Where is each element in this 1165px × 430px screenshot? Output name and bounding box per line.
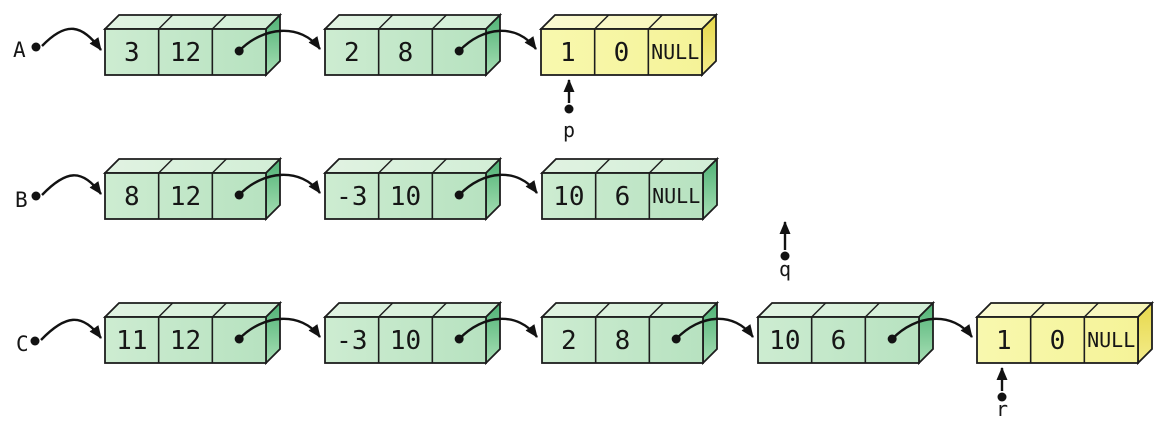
cell-value: 10 — [390, 326, 421, 356]
node-front-face — [757, 316, 920, 364]
list-node — [539, 156, 720, 222]
null-label: NULL — [652, 184, 700, 208]
list-head-dot — [30, 336, 40, 346]
pointer-label: p — [563, 118, 575, 142]
list-node — [974, 300, 1155, 366]
next-arrow — [458, 29, 537, 52]
cell-divider-top — [211, 158, 227, 174]
node-top-face — [102, 302, 283, 318]
cell-divider-top — [378, 14, 394, 30]
node-top-face — [322, 158, 503, 174]
next-arrow — [458, 317, 538, 340]
cell-divider-top — [1083, 302, 1099, 318]
cell-divider-top — [431, 302, 447, 318]
node-front-face — [976, 316, 1139, 364]
head-arrow — [41, 174, 102, 196]
list-head-dot — [31, 42, 41, 52]
cell-value: 12 — [170, 326, 201, 356]
cell-value: 1 — [560, 38, 576, 68]
cell-divider-top — [1030, 302, 1046, 318]
cell-divider-top — [211, 302, 227, 318]
node-top-face — [102, 158, 283, 174]
cell-value: 0 — [1050, 326, 1066, 356]
list-head-dot — [31, 191, 41, 201]
cell-divider-top — [648, 302, 664, 318]
next-arrow — [238, 173, 321, 196]
next-arrow — [675, 317, 754, 340]
cell-value: 8 — [124, 182, 140, 212]
cell-value: 0 — [614, 38, 630, 68]
cell-value: 12 — [170, 182, 201, 212]
list-label: B — [15, 188, 28, 212]
cell-value: 12 — [170, 38, 201, 68]
node-top-face — [538, 14, 719, 30]
cell-divider-top — [158, 302, 174, 318]
list-node — [538, 12, 719, 78]
list-node — [755, 300, 936, 366]
null-label: NULL — [1087, 328, 1135, 352]
cell-value: 6 — [615, 182, 631, 212]
cell-value: 2 — [344, 38, 360, 68]
next-arrow — [458, 173, 538, 196]
node-front-face — [540, 28, 703, 76]
node-top-face — [755, 302, 936, 318]
cell-divider-top — [431, 158, 447, 174]
pointer-label: r — [996, 397, 1008, 421]
cell-divider-top — [864, 302, 880, 318]
cell-divider-top — [811, 302, 827, 318]
cell-value: 10 — [769, 326, 800, 356]
cell-value: 11 — [116, 326, 147, 356]
cell-divider-top — [648, 158, 664, 174]
cell-divider-top — [211, 14, 227, 30]
cell-divider-top — [378, 302, 394, 318]
node-top-face — [539, 302, 720, 318]
cell-divider-top — [158, 14, 174, 30]
cell-value: 1 — [996, 326, 1012, 356]
cell-divider-top — [595, 302, 611, 318]
pointer-dot — [564, 104, 574, 114]
cell-value: 3 — [124, 38, 140, 68]
cell-value: -3 — [336, 326, 367, 356]
cell-value: 8 — [398, 38, 414, 68]
head-arrow — [41, 27, 102, 51]
cell-divider-top — [431, 14, 447, 30]
node-top-face — [322, 302, 503, 318]
cell-divider-top — [378, 158, 394, 174]
next-arrow — [238, 29, 321, 52]
null-label: NULL — [651, 40, 699, 64]
next-arrow — [238, 317, 321, 340]
pointer-dot — [997, 392, 1007, 402]
cell-value: 2 — [561, 326, 577, 356]
cell-value: 10 — [553, 182, 584, 212]
next-arrow — [891, 317, 973, 340]
cell-divider-top — [647, 14, 663, 30]
pointer-label: q — [779, 257, 791, 281]
list-node — [322, 156, 503, 222]
cell-value: 8 — [615, 326, 631, 356]
head-arrow — [40, 318, 102, 341]
node-top-face — [974, 302, 1155, 318]
node-front-face — [541, 316, 704, 364]
pointer-dot — [780, 251, 790, 261]
cell-divider-top — [595, 158, 611, 174]
list-label: C — [16, 332, 29, 356]
cell-divider-top — [158, 158, 174, 174]
node-front-face — [541, 172, 704, 220]
cell-value: -3 — [336, 182, 367, 212]
cell-value: 10 — [390, 182, 421, 212]
cell-value: 6 — [831, 326, 847, 356]
node-top-face — [322, 14, 503, 30]
cell-divider-top — [594, 14, 610, 30]
node-top-face — [539, 158, 720, 174]
node-top-face — [102, 14, 283, 30]
list-label: A — [13, 38, 26, 62]
